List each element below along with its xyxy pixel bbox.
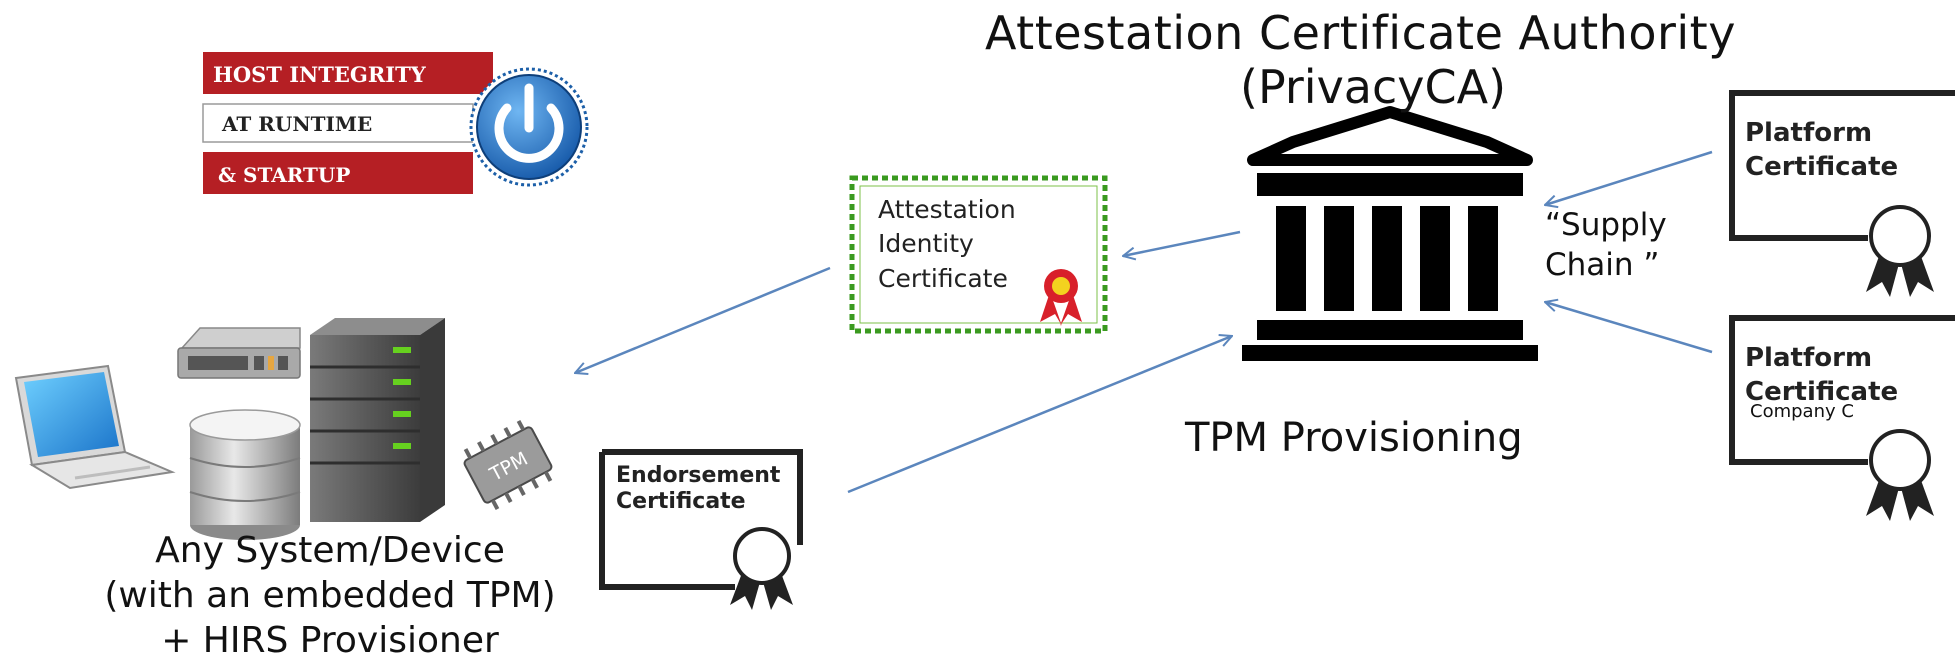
power-icon [469, 67, 589, 187]
aic-text-1: Attestation [878, 195, 1016, 224]
tpm-chip-icon: TPM [463, 419, 553, 511]
flow-arrows [575, 150, 1713, 494]
platform-bottom-text-1: Platform [1745, 343, 1872, 373]
laptop-icon [14, 364, 176, 490]
logo-text-3: & STARTUP [218, 163, 350, 187]
logo-text-2: AT RUNTIME [221, 112, 372, 136]
arrow-ek-to-ca [847, 336, 1232, 494]
supply-chain-label: “Supply Chain ” [1545, 205, 1667, 285]
network-switch-icon [177, 327, 301, 379]
ribbon-seal-icon [1866, 205, 1934, 297]
endorsement-text-1: Endorsement [616, 463, 781, 488]
arrow-platform-top-to-ca [1545, 150, 1713, 205]
device-caption-line-2: (with an embedded TPM) [104, 575, 556, 616]
ribbon-seal-icon [730, 527, 793, 610]
device-caption-line-3: + HIRS Provisioner [161, 620, 499, 661]
server-tower-icon [310, 318, 445, 522]
device-caption: Any System/Device (with an embedded TPM)… [40, 528, 620, 663]
device-caption-line-1: Any System/Device [155, 530, 505, 571]
endorsement-text-2: Certificate [616, 489, 746, 514]
logo-band-bottom [203, 152, 473, 194]
authority-title: Attestation Certificate Authority [985, 6, 1736, 60]
logo-text-1: HOST INTEGRITY [213, 62, 427, 87]
supply-chain-line-1: “Supply [1545, 207, 1667, 243]
platform-certificate-bottom: Platform Certificate Company C [1729, 315, 1955, 521]
platform-bottom-text-2: Certificate [1745, 377, 1898, 407]
arrow-platform-bottom-to-ca [1545, 302, 1713, 354]
attestation-identity-certificate: Attestation Identity Certificate [849, 175, 1108, 334]
database-icon [189, 409, 301, 540]
tpm-provisioning-label: TPM Provisioning [1185, 415, 1523, 461]
authority-subtitle: (PrivacyCA) [1240, 60, 1507, 114]
hirs-logo: HOST INTEGRITY AT RUNTIME & STARTUP [202, 52, 589, 194]
aic-text-2: Identity [878, 229, 974, 258]
aic-text-3: Certificate [878, 264, 1008, 293]
logo-band-top [203, 52, 493, 94]
arrow-ca-to-aic [1123, 230, 1241, 256]
company-label: Company C [1750, 401, 1854, 422]
arrow-aic-to-device [575, 266, 831, 373]
logo-band-middle [202, 103, 474, 143]
seal-ribbon-icon [1040, 269, 1082, 326]
supply-chain-line-2: Chain ” [1545, 247, 1660, 283]
endorsement-certificate: Endorsement Certificate [599, 449, 803, 610]
bank-building-icon [1242, 106, 1538, 361]
platform-top-text-1: Platform [1745, 118, 1872, 148]
platform-certificate-top: Platform Certificate [1729, 90, 1955, 297]
device-cluster: TPM [14, 318, 553, 540]
platform-top-text-2: Certificate [1745, 152, 1898, 182]
ribbon-seal-icon [1866, 429, 1934, 521]
